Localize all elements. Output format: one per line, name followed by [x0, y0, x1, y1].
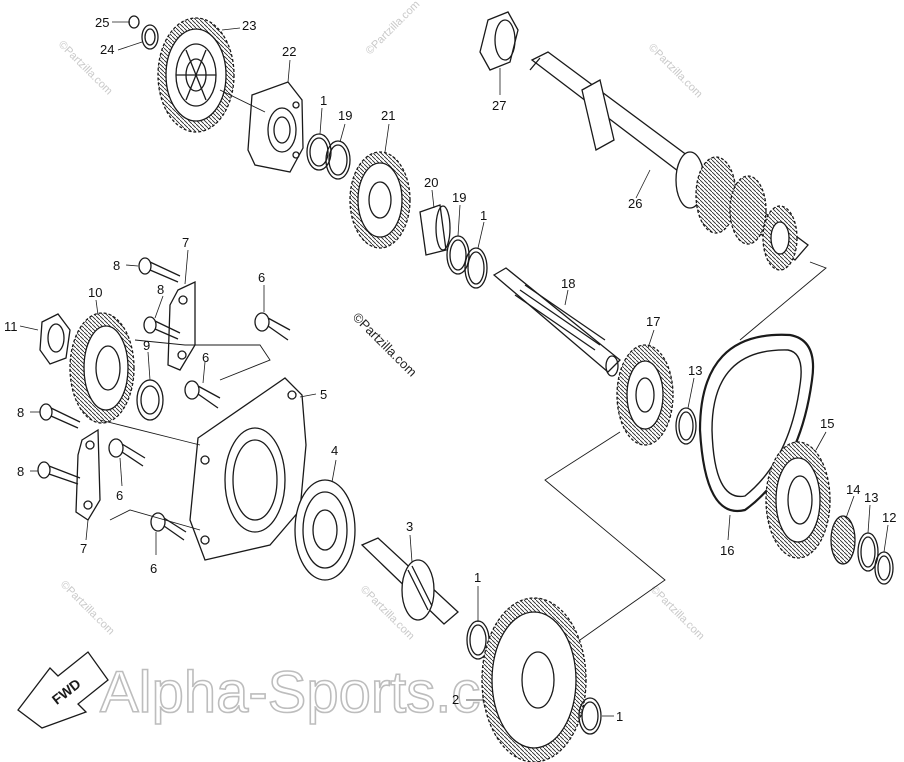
callout-8: 8	[17, 405, 24, 420]
callout-14: 14	[846, 482, 860, 497]
watermark-small: ©Partzilla.com	[364, 0, 423, 57]
drawing	[17, 11, 894, 762]
callout-9: 9	[143, 338, 150, 353]
housing-5	[189, 377, 307, 561]
housing-22	[247, 81, 304, 173]
callout-1: 1	[480, 208, 487, 223]
callout-20: 20	[424, 175, 438, 190]
callout-7: 7	[80, 541, 87, 556]
shaft-18	[492, 267, 621, 377]
gear-2	[481, 597, 587, 762]
gear-21	[349, 151, 411, 249]
bolts-8	[37, 257, 181, 485]
watermark-small: ©Partzilla.com	[58, 579, 117, 638]
fwd-arrow	[17, 651, 109, 729]
watermark-small: ©Partzilla.com	[646, 42, 705, 101]
callout-13: 13	[864, 490, 878, 505]
callout-1: 1	[474, 570, 481, 585]
callout-26: 26	[628, 196, 642, 211]
callout-8: 8	[113, 258, 120, 273]
callout-27: 27	[492, 98, 506, 113]
shaft-26	[529, 51, 809, 271]
callout-6: 6	[116, 488, 123, 503]
callout-16: 16	[720, 543, 734, 558]
gear-23	[157, 17, 235, 133]
callout-6: 6	[150, 561, 157, 576]
callout-15: 15	[820, 416, 834, 431]
shaft-3	[360, 537, 459, 625]
callout-2: 2	[452, 692, 459, 707]
gear-15	[765, 441, 831, 559]
callout-4: 4	[331, 443, 338, 458]
bolts-6	[108, 312, 291, 541]
callout-22: 22	[282, 44, 296, 59]
callout-25: 25	[95, 15, 109, 30]
leader-lines	[19, 21, 889, 717]
callout-11: 11	[4, 319, 18, 334]
callout-23: 23	[242, 18, 256, 33]
callout-17: 17	[646, 314, 660, 329]
bearing-4	[294, 479, 356, 581]
assembly-lines	[99, 89, 827, 641]
callout-labels: 25 24 23 22 1 19 21 20 19 1 27 26 18 17 …	[4, 15, 896, 724]
callout-10: 10	[88, 285, 102, 300]
callout-6: 6	[202, 350, 209, 365]
callout-5: 5	[320, 387, 327, 402]
callout-1: 1	[320, 93, 327, 108]
nut-27	[479, 11, 519, 71]
callout-8: 8	[157, 282, 164, 297]
watermark-center: ©Partzilla.com	[350, 310, 420, 380]
gear-17	[616, 344, 674, 446]
callout-24: 24	[100, 42, 114, 57]
chain-16	[698, 333, 815, 513]
callout-19: 19	[338, 108, 352, 123]
callout-21: 21	[381, 108, 395, 123]
callout-7: 7	[182, 235, 189, 250]
callout-8: 8	[17, 464, 24, 479]
callout-3: 3	[406, 519, 413, 534]
watermark-small: ©Partzilla.com	[648, 584, 707, 643]
callout-12: 12	[882, 510, 896, 525]
gear-10	[69, 312, 135, 424]
callout-1: 1	[616, 709, 623, 724]
callout-18: 18	[561, 276, 575, 291]
callout-6: 6	[258, 270, 265, 285]
callout-13: 13	[688, 363, 702, 378]
callout-19: 19	[452, 190, 466, 205]
